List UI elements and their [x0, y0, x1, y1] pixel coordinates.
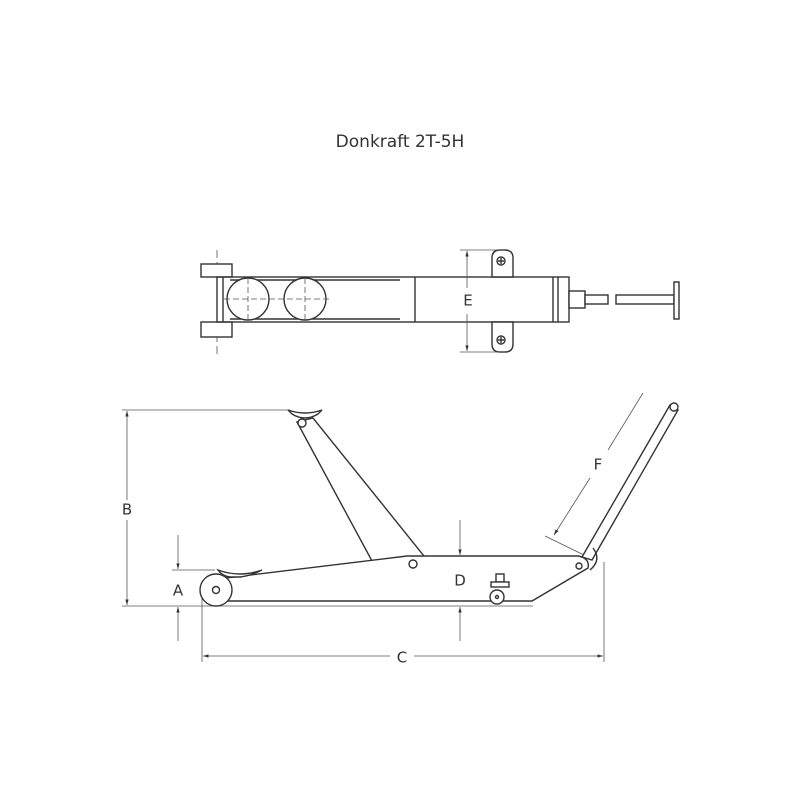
front-wheel-bottom: [200, 321, 233, 338]
rear-caster: [489, 589, 505, 605]
front-wheel: [199, 573, 233, 607]
dimension-label-e: E: [463, 292, 472, 310]
handle-grip-top-view: [673, 281, 680, 320]
dimension-label-f: F: [594, 456, 603, 474]
chassis: [225, 555, 589, 602]
front-wheel-top: [200, 263, 233, 278]
saddle-low: [216, 568, 263, 578]
frame-top-view: [216, 276, 570, 323]
top-view: E: [200, 249, 680, 356]
dimension-label-c: C: [397, 649, 407, 667]
bracket-top: [491, 249, 514, 278]
handle-rod-top-view: [615, 294, 675, 305]
diagram-title: Donkraft 2T-5H: [335, 132, 465, 152]
handle: [580, 404, 679, 561]
dimension-label-b: B: [122, 501, 132, 519]
side-view: B A C F D: [122, 392, 679, 667]
lift-arm: [295, 417, 426, 562]
saddle-top: [287, 409, 323, 419]
dimension-label-d: D: [454, 572, 466, 590]
dimension-label-a: A: [173, 582, 184, 600]
